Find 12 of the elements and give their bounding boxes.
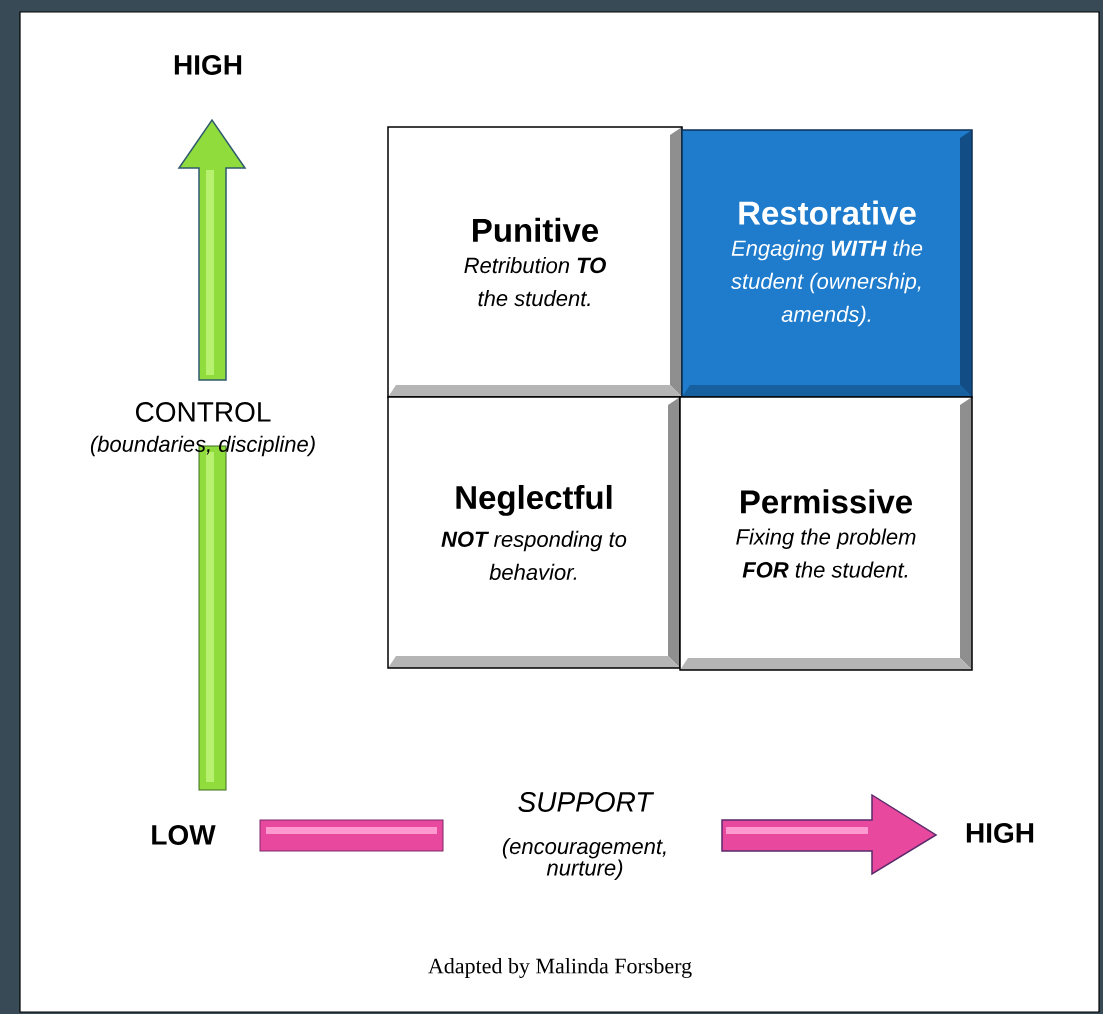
axis-label: (boundaries, discipline) xyxy=(90,435,315,457)
axis-label: SUPPORT xyxy=(518,792,655,812)
quadrant-box: Neglectful NOT responding to behavior. xyxy=(387,396,681,669)
quadrant-box: Restorative Engaging WITH the student (ownership, amends). xyxy=(681,129,973,398)
quadrant-box: Permissive Fixing the problem FOR the student. xyxy=(679,396,973,671)
axis-label: (encouragement, nurture) xyxy=(502,837,666,880)
axis-label: LOW xyxy=(152,825,216,845)
axis-label: CONTROL xyxy=(136,402,271,422)
quadrant-box: Punitive Retribution TO the student. xyxy=(387,126,683,398)
axis-label: HIGH xyxy=(174,55,242,75)
axis-label: HIGH xyxy=(966,823,1034,843)
caption: Adapted by Malinda Forsberg xyxy=(428,958,692,978)
